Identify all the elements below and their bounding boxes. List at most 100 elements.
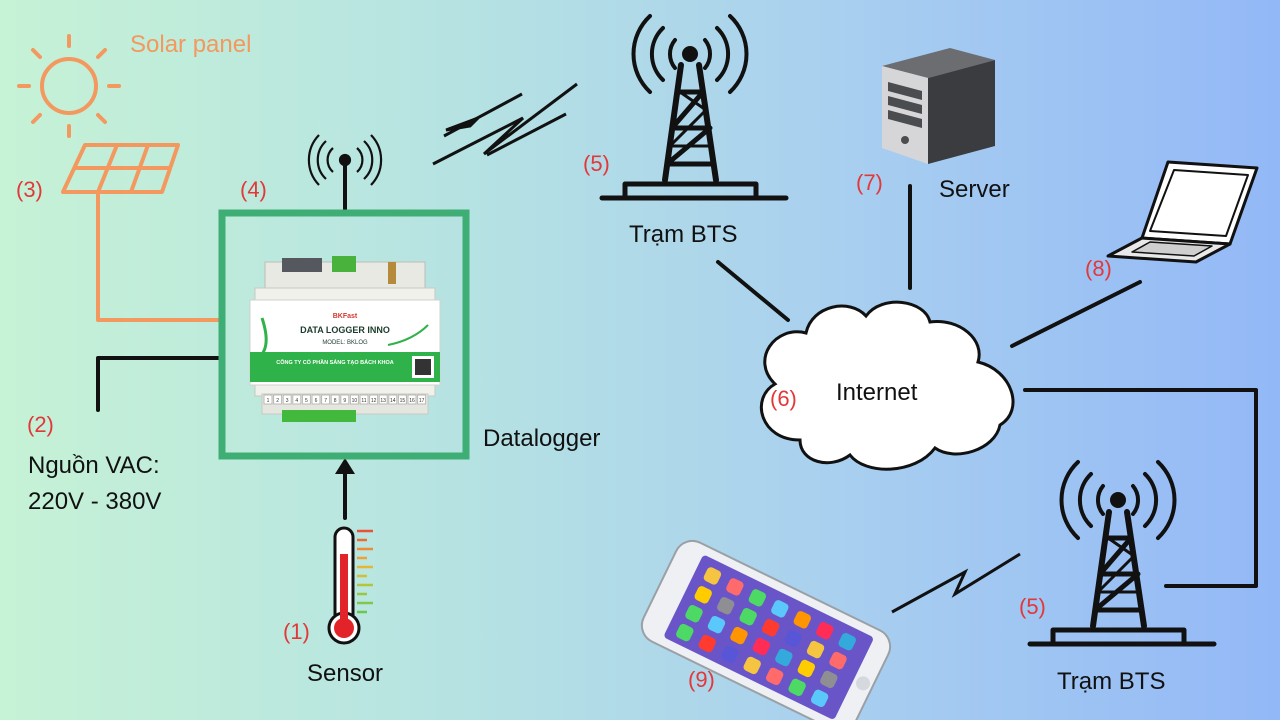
terminal-number: 1: [267, 398, 270, 404]
server-label: Server: [939, 176, 1010, 203]
terminal-number: 12: [371, 398, 377, 404]
thermometer-icon: [327, 526, 373, 645]
app-icon: [752, 637, 771, 656]
terminal-block: [292, 394, 302, 405]
device-brand: BKFast: [333, 313, 358, 320]
lightning-link-icon: [432, 82, 578, 166]
terminal-number: 10: [352, 398, 358, 404]
app-icon: [739, 608, 757, 626]
app-icon: [748, 589, 767, 607]
terminal-block: [273, 394, 283, 405]
terminal-block: [359, 394, 369, 405]
app-icon: [685, 604, 703, 623]
app-icon: [743, 656, 761, 675]
terminal-number: 11: [361, 398, 366, 404]
number-7-label: (7): [856, 170, 883, 195]
app-icon: [829, 651, 847, 670]
number-9-label: (9): [688, 667, 715, 692]
app-icon: [676, 623, 694, 642]
app-icon: [797, 659, 816, 678]
sensor-arrow-head: [335, 458, 355, 474]
terminal-number: 15: [400, 398, 406, 404]
app-icon: [820, 670, 838, 689]
terminal-block: [407, 394, 417, 405]
number-8-label: (8): [1085, 256, 1112, 281]
app-icon: [771, 600, 789, 618]
app-icon: [716, 597, 735, 615]
bts-top-label: Trạm BTS: [629, 221, 738, 248]
bts-top-to-internet-line: [716, 260, 790, 322]
cloud-icon: [759, 300, 1015, 471]
power-source-label: Nguồn VAC:: [28, 452, 160, 479]
app-icon: [765, 667, 784, 686]
app-icon: [721, 645, 739, 664]
terminal-block: [263, 394, 273, 405]
terminal-block: [349, 394, 359, 405]
terminal-block: [301, 394, 311, 405]
terminal-block: [330, 394, 340, 405]
app-icon: [810, 689, 829, 707]
app-icon: [703, 567, 722, 585]
number-2-label: (2): [27, 412, 54, 437]
phone-link-lightning-icon: [891, 552, 1021, 614]
voltage-range-label: 220V - 380V: [28, 488, 162, 515]
app-icon: [694, 586, 712, 604]
terminal-block: [388, 394, 398, 405]
terminal-number: 6: [315, 398, 318, 404]
datalogger-frame: [218, 209, 470, 460]
solar-to-logger-line: [96, 193, 224, 322]
number-6-label: (6): [770, 386, 797, 411]
app-icon: [788, 678, 806, 697]
number-5-bottom-label: (5): [1019, 594, 1046, 619]
terminal-number: 2: [276, 398, 279, 404]
number-4-label: (4): [240, 177, 267, 202]
datalogger-device: BKFast DATA LOGGER INNO MODEL: BKLOG CÔN…: [249, 256, 441, 422]
device-model: MODEL: BKLOG: [322, 340, 368, 346]
datalogger-label: Datalogger: [483, 425, 601, 452]
terminal-number: 14: [390, 398, 396, 404]
connector-lines: [96, 158, 1258, 588]
terminal-number: 16: [409, 398, 415, 404]
terminal-block: [311, 394, 321, 405]
terminal-number: 17: [419, 398, 425, 404]
cell-tower-icon-top: [599, 14, 789, 201]
app-icon: [838, 633, 856, 651]
laptop-to-internet-line: [1010, 280, 1142, 348]
app-icon: [730, 626, 748, 645]
sensor-label: Sensor: [307, 660, 384, 687]
laptop-icon: [1106, 160, 1259, 264]
sun-icon: [17, 34, 121, 138]
terminal-number: 9: [343, 398, 346, 404]
app-icon: [707, 615, 726, 634]
antenna-icon: [307, 134, 383, 186]
terminal-number: 4: [295, 398, 298, 404]
app-icon: [816, 622, 834, 640]
app-icon: [698, 634, 716, 653]
app-icon: [784, 629, 802, 648]
device-title: DATA LOGGER INNO: [300, 325, 390, 335]
number-3-label: (3): [16, 177, 43, 202]
terminal-number: 3: [286, 398, 289, 404]
terminal-block: [397, 394, 407, 405]
internet-to-bts-bottom-line: [1023, 388, 1258, 588]
terminal-number: 7: [324, 398, 327, 404]
terminal-number: 13: [380, 398, 386, 404]
terminal-block: [369, 394, 379, 405]
number-5-top-label: (5): [583, 151, 610, 176]
terminal-block: [282, 394, 292, 405]
terminal-block: [417, 394, 427, 405]
power-to-logger-line: [96, 356, 224, 412]
app-icon: [726, 578, 744, 596]
solar-panel-icon: [61, 143, 180, 194]
terminal-block: [378, 394, 388, 405]
internet-label: Internet: [836, 379, 918, 406]
terminal-block: [321, 394, 331, 405]
terminal-block: [340, 394, 350, 405]
bts-bottom-label: Trạm BTS: [1057, 668, 1166, 695]
server-icon: [882, 48, 995, 164]
app-icon: [775, 648, 793, 667]
app-icon: [793, 611, 811, 629]
smartphone-icon: [640, 539, 892, 720]
